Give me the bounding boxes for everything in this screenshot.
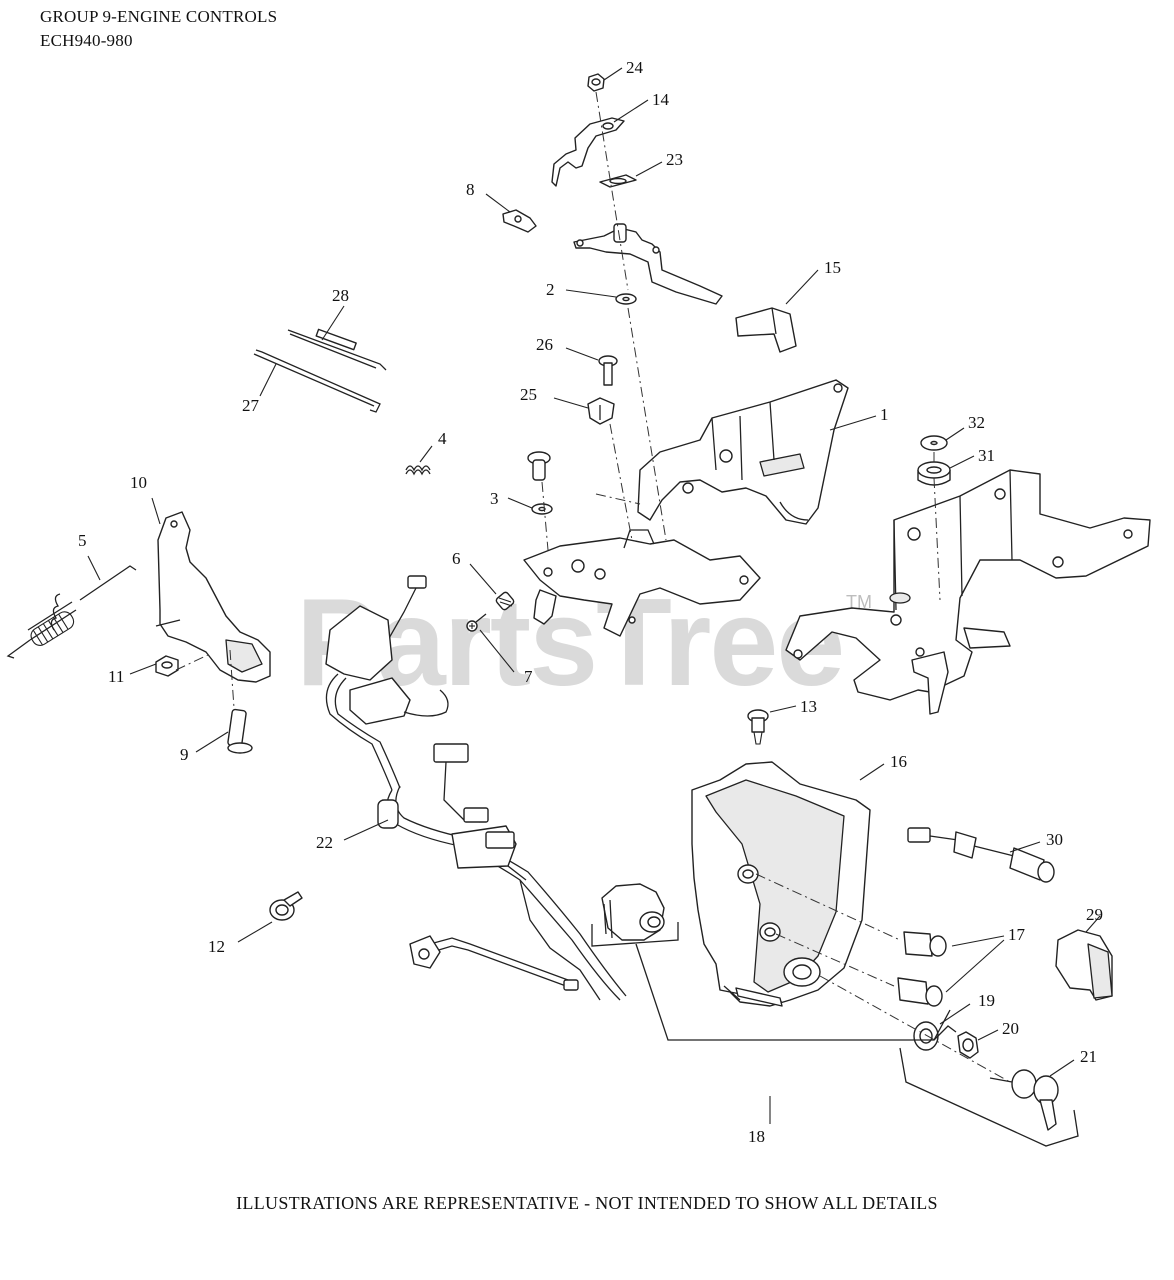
group-18-bracket <box>591 922 1079 1147</box>
part-22-wire-harness[interactable] <box>325 575 627 1001</box>
callout-26: 26 <box>536 335 553 354</box>
callout-14: 14 <box>652 90 670 109</box>
part-5-spring[interactable] <box>6 565 137 659</box>
callout-12: 12 <box>208 937 225 956</box>
callout-3: 3 <box>490 489 499 508</box>
callout-30: 30 <box>1046 830 1063 849</box>
callout-16: 16 <box>890 752 907 771</box>
part-17-light-2[interactable] <box>897 977 943 1007</box>
callout-9: 9 <box>180 745 189 764</box>
part-25-bracket[interactable] <box>587 397 615 425</box>
callout-1: 1 <box>880 405 889 424</box>
part-12-clamp[interactable] <box>269 891 303 921</box>
control-pin[interactable] <box>527 451 551 481</box>
callout-25: 25 <box>520 385 537 404</box>
callout-23: 23 <box>666 150 683 169</box>
diagram-title: GROUP 9-ENGINE CONTROLS <box>40 7 278 26</box>
part-32-washer[interactable] <box>920 435 948 451</box>
callout-7: 7 <box>524 667 533 686</box>
part-30-light-lead[interactable] <box>907 827 1055 883</box>
part-4-spring[interactable] <box>405 465 431 476</box>
part-7-screw[interactable] <box>466 613 487 632</box>
part-9-pin[interactable] <box>227 708 253 754</box>
callout-31: 31 <box>978 446 995 465</box>
callout-27: 27 <box>242 396 260 415</box>
part-17-light-1[interactable] <box>903 931 947 957</box>
part-26-screw[interactable] <box>598 355 618 386</box>
part-11-nut[interactable] <box>155 655 179 677</box>
part-10-lever-bracket[interactable] <box>155 511 271 683</box>
callout-22: 22 <box>316 833 333 852</box>
callout-19: 19 <box>978 991 995 1010</box>
callout-4: 4 <box>438 429 447 448</box>
callout-24: 24 <box>626 58 644 77</box>
callout-5: 5 <box>78 531 87 550</box>
part-2-washer[interactable] <box>615 293 637 305</box>
callout-32: 32 <box>968 413 985 432</box>
callout-labels: 1 2 3 4 5 6 7 8 9 10 11 12 13 14 15 16 1… <box>78 58 1103 1146</box>
part-23-washer[interactable] <box>599 174 637 188</box>
callout-13: 13 <box>800 697 817 716</box>
part-28-rod[interactable] <box>287 328 387 371</box>
callout-17: 17 <box>1008 925 1026 944</box>
callout-11: 11 <box>108 667 124 686</box>
part-8-clip[interactable] <box>502 209 537 233</box>
part-14-lever[interactable] <box>551 117 625 187</box>
part-16-control-panel[interactable] <box>691 761 871 1007</box>
watermark-trademark: TM <box>846 592 872 612</box>
callout-20: 20 <box>1002 1019 1019 1038</box>
part-27-rod[interactable] <box>253 349 381 413</box>
callout-18: 18 <box>748 1127 765 1146</box>
part-21-keys[interactable] <box>989 1069 1059 1131</box>
ignition-switch[interactable] <box>601 883 665 941</box>
callout-6: 6 <box>452 549 461 568</box>
control-plate[interactable] <box>523 529 761 637</box>
part-13-bolt[interactable] <box>747 709 769 745</box>
callout-8: 8 <box>466 180 475 199</box>
callout-21: 21 <box>1080 1047 1097 1066</box>
part-3-washer[interactable] <box>531 503 553 515</box>
footer-disclaimer: ILLUSTRATIONS ARE REPRESENTATIVE - NOT I… <box>236 1193 938 1213</box>
right-bracket-assembly[interactable] <box>785 469 1151 715</box>
assembly-centerlines <box>175 91 1011 1083</box>
part-24-nut[interactable] <box>587 73 605 92</box>
part-31-bushing[interactable] <box>917 461 951 486</box>
part-20-nut[interactable] <box>957 1031 979 1059</box>
part-19-lock-washer[interactable] <box>913 1021 939 1051</box>
part-6-spring[interactable] <box>495 591 515 611</box>
model-range: ECH940-980 <box>40 31 133 50</box>
callout-15: 15 <box>824 258 841 277</box>
throttle-bracket-upper[interactable] <box>573 223 723 305</box>
part-1-main-bracket[interactable] <box>637 379 849 525</box>
callout-29: 29 <box>1086 905 1103 924</box>
callout-2: 2 <box>546 280 555 299</box>
leader-lines <box>87 67 1101 1124</box>
part-15-knob[interactable] <box>735 307 797 353</box>
callout-10: 10 <box>130 473 147 492</box>
callout-28: 28 <box>332 286 349 305</box>
part-29-cap[interactable] <box>1055 929 1113 1001</box>
